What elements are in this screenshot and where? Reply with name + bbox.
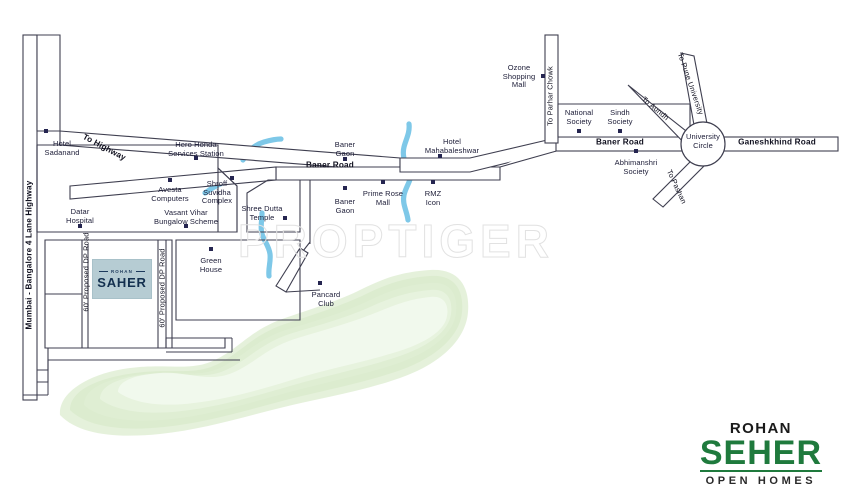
poi-marker-hotel-mahabaleshwar[interactable]: [438, 154, 442, 158]
brand-logo-rohan: ROHAN: [729, 420, 792, 437]
poi-marker-vasant-vihar-bungalow-scheme[interactable]: [184, 224, 188, 228]
poi-marker-baner-gaon-north[interactable]: [343, 157, 347, 161]
poi-marker-national-society[interactable]: [577, 129, 581, 133]
poi-marker-ozone-shopping-mall[interactable]: [541, 74, 545, 78]
poi-marker-avesta-computers[interactable]: [168, 178, 172, 182]
poi-marker-prime-rose-mall[interactable]: [381, 180, 385, 184]
poi-marker-shree-dutta-temple[interactable]: [283, 216, 287, 220]
road-network: [22, 34, 839, 401]
poi-marker-green-house[interactable]: [209, 247, 213, 251]
poi-marker-pancard-club[interactable]: [318, 281, 322, 285]
poi-marker-abhimanshri-society[interactable]: [634, 149, 638, 153]
poi-marker-shroff-suvidha-complex[interactable]: [230, 176, 234, 180]
brand-logo: ROHAN SEHER OPEN HOMES: [699, 420, 822, 488]
brand-logo-seher: SEHER: [699, 434, 822, 472]
poi-marker-datar-hospital[interactable]: [78, 224, 82, 228]
poi-marker-rmz-icon[interactable]: [431, 180, 435, 184]
block-outlines: [23, 186, 311, 396]
poi-marker-sindh-society[interactable]: [618, 129, 622, 133]
poi-marker-baner-gaon-south[interactable]: [343, 186, 347, 190]
brand-logo-tagline: OPEN HOMES: [705, 475, 817, 487]
project-site-block[interactable]: ROHAN SAHER: [92, 259, 152, 299]
project-brand-label: ROHAN: [98, 268, 146, 274]
project-name-label: SAHER: [97, 274, 147, 290]
poi-marker-hotel-sadanand[interactable]: [44, 129, 48, 133]
park-green-area: [59, 269, 469, 436]
poi-marker-hero-honda-services-station[interactable]: [194, 156, 198, 160]
